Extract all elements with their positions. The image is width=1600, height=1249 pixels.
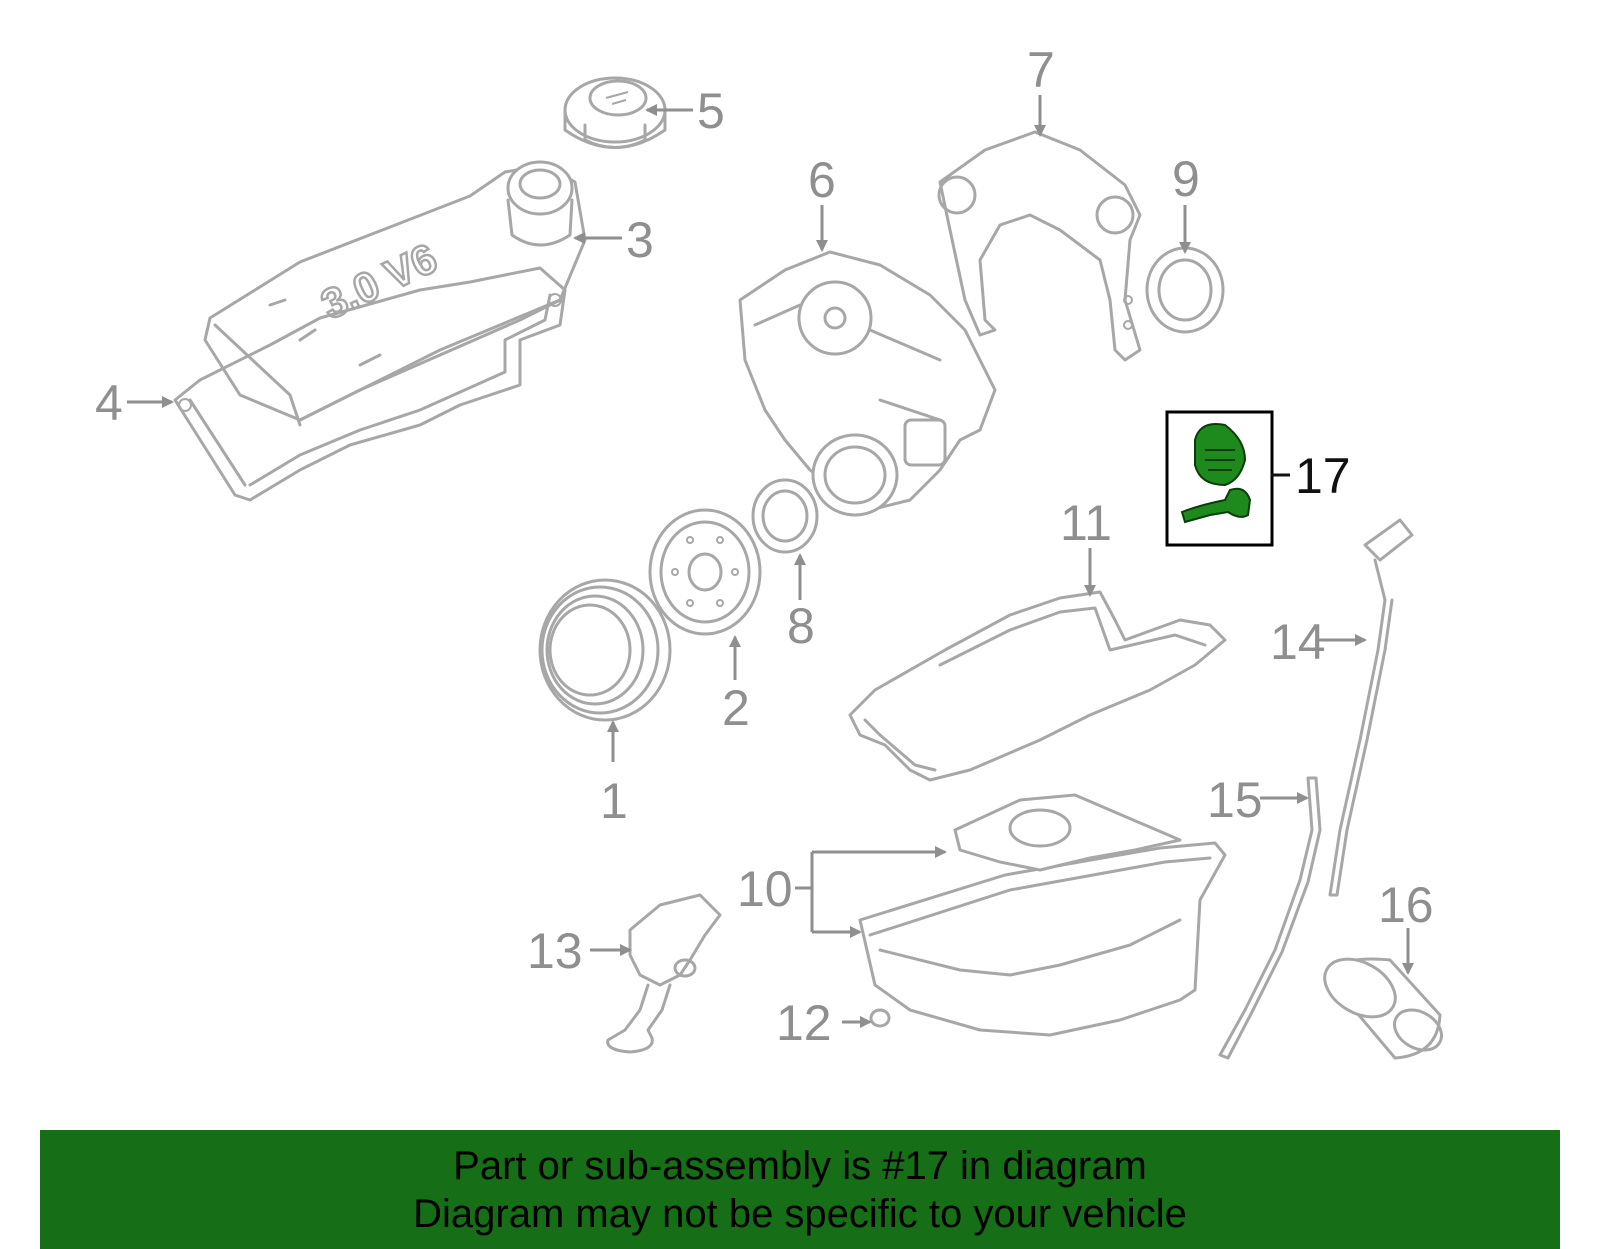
callout-labels: 1 2 3 4 5 6 7 8 9 10 11 12 13 14 15 16 1… — [95, 42, 1434, 1051]
callout-17: 17 — [1295, 448, 1351, 504]
valve-cover: 3.0 V6 — [203, 160, 587, 427]
leader-lines — [127, 95, 1414, 1028]
oil-pan-gasket — [848, 590, 1227, 782]
callout-1: 1 — [600, 773, 628, 829]
callout-16: 16 — [1378, 877, 1434, 933]
timing-cover-gasket — [937, 130, 1142, 362]
callout-13: 13 — [527, 923, 583, 979]
crankshaft-pulley — [538, 578, 672, 722]
callout-14: 14 — [1270, 614, 1326, 670]
oil-filler-cap — [563, 76, 667, 149]
timing-cover — [738, 250, 997, 517]
callout-5: 5 — [697, 83, 725, 139]
valve-cover-gasket — [173, 266, 567, 502]
callout-3: 3 — [626, 212, 654, 268]
oil-pan — [858, 793, 1227, 1037]
dipstick-tube — [1218, 776, 1322, 1060]
part-17-highlight — [1165, 410, 1274, 547]
callout-11: 11 — [1060, 495, 1112, 551]
oil-pump — [606, 893, 722, 1054]
callout-15: 15 — [1207, 772, 1263, 828]
part-17-box — [1165, 410, 1274, 547]
callout-12: 12 — [776, 995, 832, 1051]
callout-9: 9 — [1172, 151, 1200, 207]
callout-8: 8 — [787, 598, 815, 654]
callout-7: 7 — [1027, 42, 1055, 98]
banner-line-2: Diagram may not be specific to your vehi… — [413, 1192, 1187, 1236]
harmonic-balancer — [648, 508, 762, 636]
callout-10: 10 — [737, 861, 793, 917]
callout-4: 4 — [95, 375, 123, 431]
oil-filter — [1323, 957, 1443, 1060]
front-seal-lower — [751, 478, 819, 554]
front-seal-upper — [1145, 246, 1225, 334]
callout-6: 6 — [808, 152, 836, 208]
highlight-banner: Part or sub-assembly is #17 in diagram D… — [40, 1130, 1560, 1249]
dipstick — [1328, 518, 1414, 897]
drain-plug — [869, 1008, 891, 1028]
banner-line-1: Part or sub-assembly is #17 in diagram — [453, 1144, 1147, 1188]
callout-2: 2 — [722, 680, 750, 736]
